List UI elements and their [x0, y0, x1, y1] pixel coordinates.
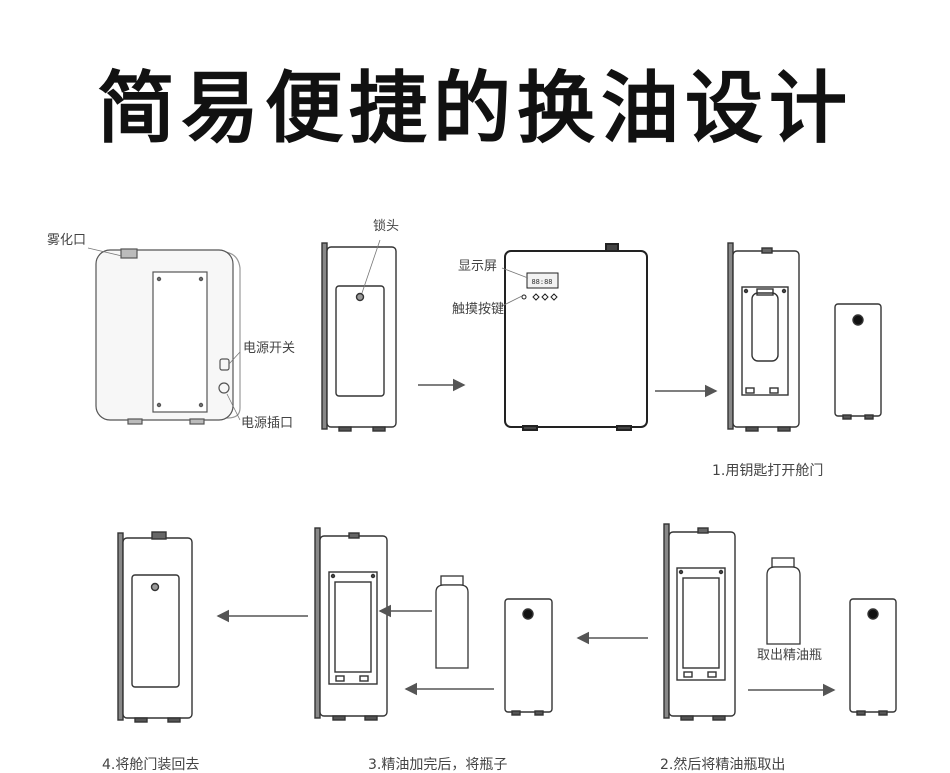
door-step3	[504, 598, 553, 716]
bottle-step3	[435, 575, 469, 669]
door-step2	[849, 598, 897, 716]
step-caption-4: 4.将舱门装回去	[102, 757, 200, 773]
diffuser-open-step2	[663, 523, 736, 721]
step-caption-2: 2.然后将精油瓶取出	[660, 757, 786, 773]
step-caption-3: 3.精油加完后，将瓶子	[368, 757, 508, 773]
label-display: 显示屏	[458, 259, 498, 274]
label-take-bottle: 取出精油瓶	[757, 648, 823, 663]
label-lock: 锁头	[373, 219, 400, 234]
label-power-socket: 电源插口	[241, 416, 294, 431]
diffuser-closed-step4	[117, 531, 193, 723]
removed-door-step1	[834, 303, 882, 420]
diffuser-open-step1	[727, 242, 800, 432]
label-touch-keys: 触摸按键	[452, 302, 505, 317]
diffuser-locked-side	[321, 239, 397, 432]
diffuser-overview	[87, 247, 241, 425]
page-title: 简易便捷的换油设计	[96, 64, 853, 154]
display-readout: 88:88	[531, 278, 552, 286]
step-caption-1: 1.用钥匙打开舱门	[712, 463, 824, 479]
flow-arrows	[216, 378, 836, 697]
label-mist-outlet: 雾化口	[47, 233, 87, 248]
diffuser-front	[501, 243, 648, 431]
bottle-step2	[766, 557, 801, 645]
diffuser-open-step3	[314, 527, 388, 721]
label-power-switch: 电源开关	[243, 341, 296, 356]
